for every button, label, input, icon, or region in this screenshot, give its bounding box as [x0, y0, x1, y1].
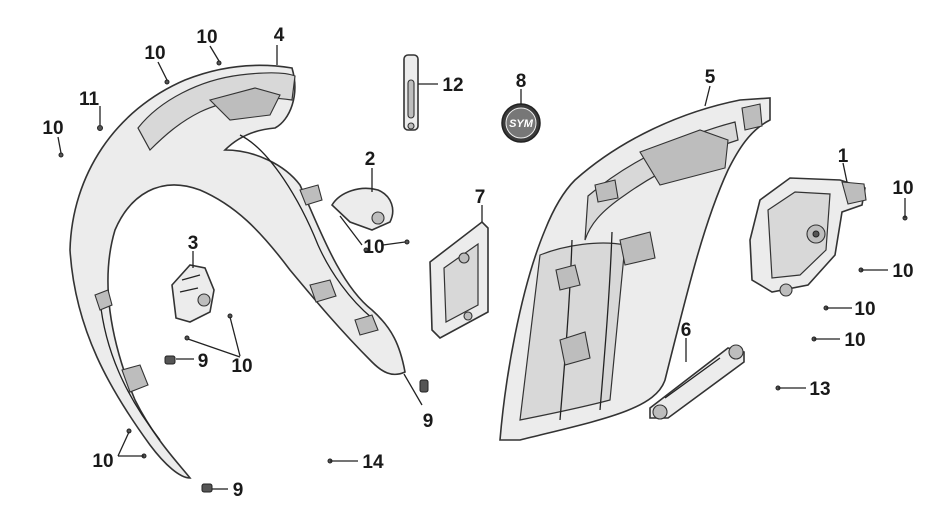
callout-13: 12 [442, 75, 463, 96]
screw-10c [216, 60, 222, 66]
clip-9c [201, 483, 213, 493]
screw-12 [97, 125, 103, 131]
callout-labels: 4 5 1 2 3 7 8 6 12 11 10 10 10 10 9 10 9… [42, 25, 913, 501]
callout-10-c: 10 [196, 27, 217, 48]
callout-9-b: 9 [423, 411, 434, 432]
callout-7: 7 [475, 187, 486, 208]
clip-9b [419, 379, 429, 393]
callout-10-i: 10 [844, 330, 865, 351]
callout-5: 5 [705, 67, 716, 88]
callout-14: 14 [362, 452, 384, 473]
callout-2: 2 [365, 149, 376, 170]
callout-8: 8 [516, 71, 527, 92]
callout-10-g: 10 [892, 178, 913, 199]
callout-11: 10 [854, 299, 875, 320]
part-3-bracket [171, 264, 215, 323]
part-6-hinge [649, 344, 745, 420]
part-4-inner-cover [69, 64, 406, 479]
callout-9-a: 9 [198, 351, 209, 372]
screw-10e [404, 239, 410, 245]
callout-10-d: 10 [363, 237, 384, 258]
part-5-inner-panel [499, 97, 771, 441]
part-8-sym-emblem: SYM [501, 103, 541, 143]
callout-3: 3 [188, 233, 199, 254]
callout-10-f: 10 [92, 451, 113, 472]
clip-9a [164, 355, 176, 365]
leader-lines [57, 45, 906, 490]
callout-9-c: 9 [233, 480, 244, 501]
callout-10-a: 10 [42, 118, 63, 139]
callout-10-e: 10 [231, 356, 252, 377]
callout-10-b: 10 [144, 43, 165, 64]
callout-12: 11 [79, 89, 100, 110]
screw-10b [164, 79, 170, 85]
part-2-bracket [330, 187, 394, 231]
part-13-strip [403, 54, 419, 131]
callout-4: 4 [274, 25, 285, 46]
part-7-panel [429, 220, 489, 339]
callout-10-h: 10 [892, 261, 913, 282]
screw-10d [363, 247, 369, 253]
callout-6: 6 [681, 320, 692, 341]
emblem-logo-text: SYM [509, 118, 534, 130]
callout-1: 1 [838, 146, 849, 167]
part-1-lock-mechanism [749, 177, 867, 297]
callout-10-j: 13 [809, 379, 830, 400]
screw-10a [58, 152, 64, 158]
